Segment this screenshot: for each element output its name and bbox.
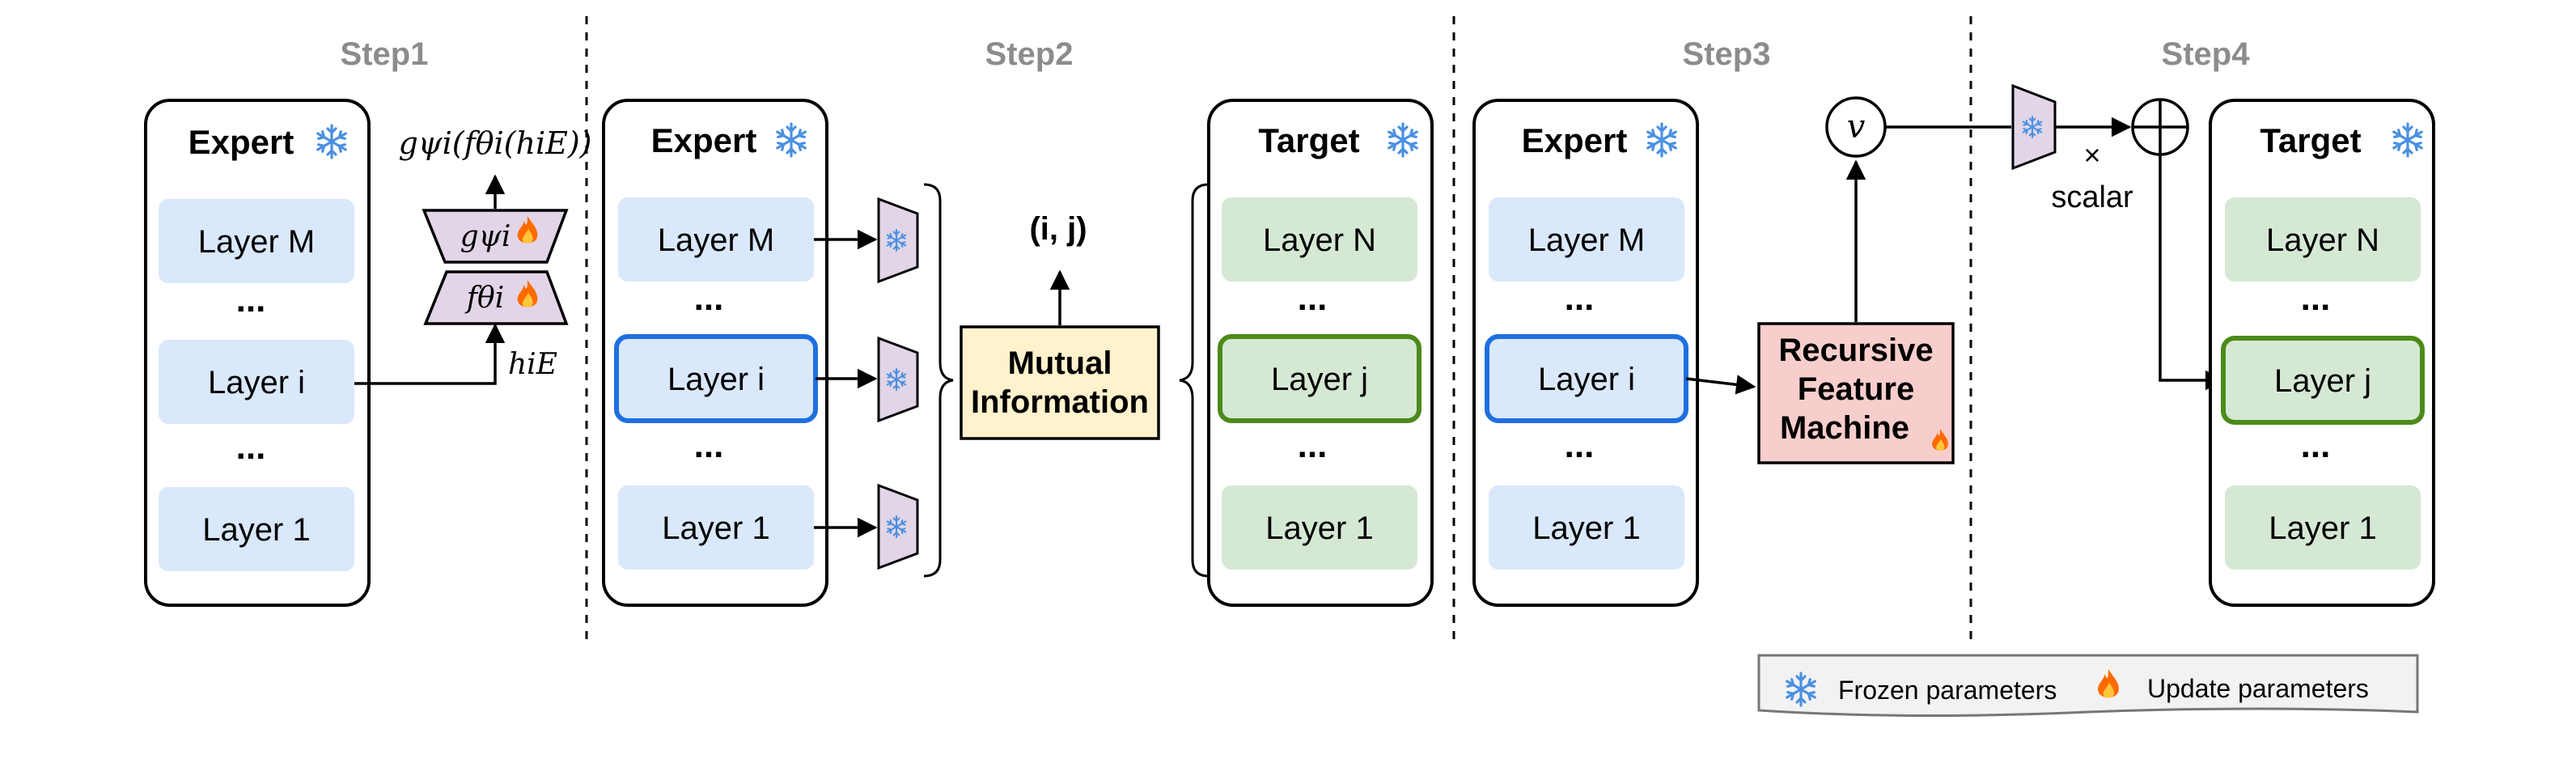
layer-label: Layer 1 xyxy=(2269,511,2376,546)
legend-frozen-label: Frozen parameters xyxy=(1838,676,2057,705)
layer-box xyxy=(1489,197,1684,282)
rfm-box xyxy=(1757,322,1955,464)
right-brace xyxy=(1179,183,1210,578)
layer-box-highlighted xyxy=(1218,334,1421,423)
arrow xyxy=(1685,375,1756,395)
rfm-line1: Recursive xyxy=(1778,333,1933,368)
frozen-projectors xyxy=(877,197,919,570)
step1-label: Step1 xyxy=(341,36,429,72)
layer-label: Layer i xyxy=(208,365,305,400)
add-node xyxy=(2131,98,2189,156)
step4-target-box: Target Layer N ... Layer j ... Layer 1 xyxy=(2209,99,2435,607)
layer-label: Layer 1 xyxy=(202,512,310,548)
probe-output-formula: gψi(fθi(hiE)) xyxy=(398,125,591,161)
layer-box xyxy=(159,340,354,424)
step2-target-box: Target Layer N ... Layer j ... Layer 1 xyxy=(1207,99,1434,607)
scalar-label: scalar xyxy=(2051,180,2133,214)
pair-label: (i, j) xyxy=(1029,211,1087,247)
step2-label: Step2 xyxy=(985,36,1074,72)
layer-label: Layer 1 xyxy=(1265,511,1373,546)
layer-i-to-probe-arrow xyxy=(354,323,506,385)
probe-stack: gψi fθi xyxy=(422,209,569,325)
ellipsis: ... xyxy=(1298,278,1328,318)
target-title: Target xyxy=(2260,121,2361,159)
layer-box xyxy=(1489,485,1684,570)
layer-box xyxy=(2225,197,2421,282)
layer-label: Layer M xyxy=(658,222,775,258)
step3-expert-box: Expert Layer M ... Layer i ... Layer 1 xyxy=(1472,99,1699,607)
rfm-line3: Machine xyxy=(1780,410,1909,446)
h-label: hiE xyxy=(508,348,557,381)
mutual-information-line2: Information xyxy=(971,384,1149,420)
layer-label: Layer i xyxy=(667,362,765,397)
step-separators xyxy=(585,16,1972,647)
layer-box xyxy=(618,485,814,570)
ellipsis: ... xyxy=(694,278,724,318)
step4-label: Step4 xyxy=(2162,36,2251,72)
layer-label: Layer j xyxy=(2274,363,2371,399)
legend-banner xyxy=(1757,654,2419,718)
legend-update-label: Update parameters xyxy=(2147,674,2369,703)
layer-label: Layer M xyxy=(1528,222,1646,258)
legend: Frozen parameters Update parameters xyxy=(1757,654,2419,718)
layer-box xyxy=(1222,485,1417,570)
step3-label: Step3 xyxy=(1683,36,1771,72)
layer-box-highlighted xyxy=(2221,336,2425,425)
ellipsis: ... xyxy=(2301,426,2331,465)
f-theta-label: fθi xyxy=(464,282,505,315)
mutual-information-box xyxy=(960,325,1160,440)
rfm-line2: Feature xyxy=(1798,371,1915,407)
ellipsis: ... xyxy=(694,426,724,465)
expert-title: Expert xyxy=(651,121,757,159)
layer-box xyxy=(2225,485,2421,570)
times-sign: × xyxy=(2083,138,2100,172)
layer-box xyxy=(159,487,354,571)
layer-box xyxy=(1222,197,1417,282)
f-theta-block xyxy=(423,270,569,325)
mutual-information-line1: Mutual xyxy=(1008,345,1112,381)
layer-label: Layer j xyxy=(1271,362,1368,397)
ellipsis: ... xyxy=(236,280,266,320)
arrow xyxy=(2159,155,2226,391)
layer-label: Layer N xyxy=(1263,222,1376,258)
step1-expert-box: Expert Layer M ... Layer i ... Layer 1 xyxy=(144,99,371,607)
layer-label: Layer 1 xyxy=(662,511,769,546)
layer-label: Layer 1 xyxy=(1532,511,1640,546)
expert-title: Expert xyxy=(189,123,294,161)
ellipsis: ... xyxy=(1565,426,1595,465)
ellipsis: ... xyxy=(1565,278,1595,318)
v-label: v xyxy=(1847,108,1866,146)
layer-label: Layer i xyxy=(1538,362,1635,397)
ellipsis: ... xyxy=(236,427,266,467)
g-psi-label: gψi xyxy=(460,220,511,253)
ellipsis: ... xyxy=(1298,426,1328,465)
target-title: Target xyxy=(1258,121,1359,159)
ellipsis: ... xyxy=(2301,278,2331,318)
expert-title: Expert xyxy=(1522,121,1628,159)
layer-label: Layer N xyxy=(2266,222,2379,258)
layer-box xyxy=(159,199,354,283)
layer-box xyxy=(618,197,814,282)
left-brace xyxy=(923,183,954,578)
step2-expert-box: Expert Layer M ... Layer i ... Layer 1 xyxy=(602,99,828,607)
layer-label: Layer M xyxy=(198,224,316,260)
